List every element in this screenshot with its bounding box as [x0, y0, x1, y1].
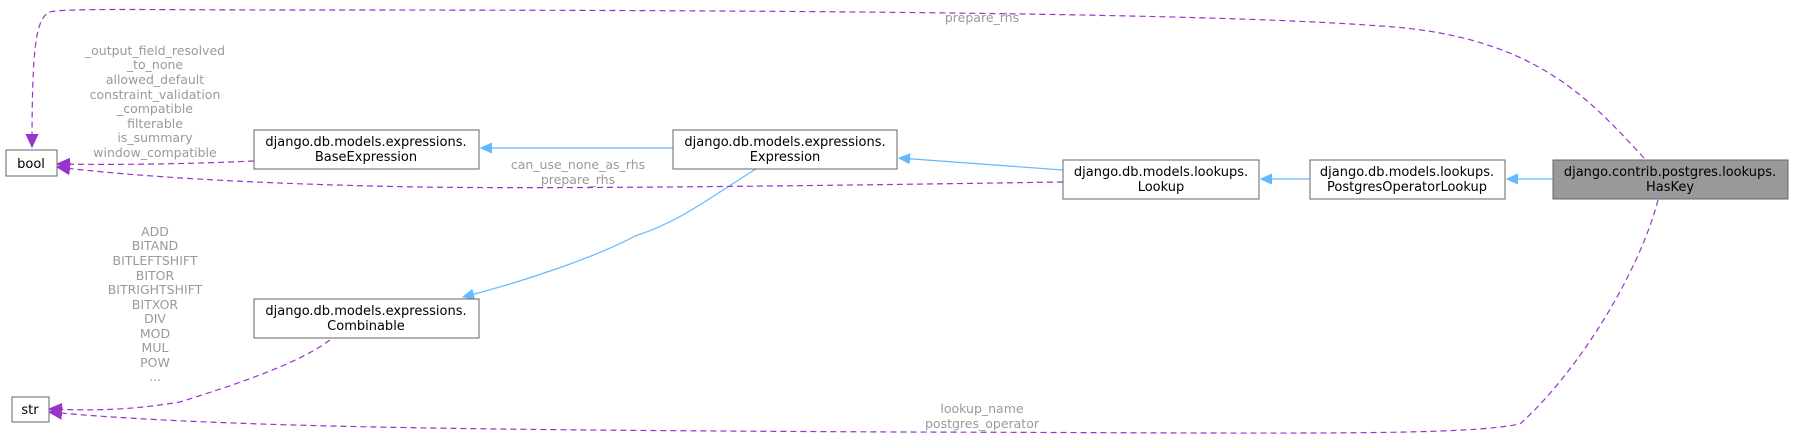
edge-inherit-lookup-expression — [899, 158, 1064, 171]
node-bool[interactable]: bool — [5, 149, 58, 177]
edge-label-lookup-bool: can_use_none_as_rhs prepare_rhs — [511, 157, 645, 187]
edge-label-combinable-str: ADD BITAND BITLEFTSHIFT BITOR BITRIGHTSH… — [108, 224, 203, 384]
edge-label-line: BITAND — [132, 238, 178, 253]
edge-label-line: BITOR — [136, 268, 175, 283]
edge-label-line: can_use_none_as_rhs — [511, 157, 645, 172]
node-lookup[interactable]: django.db.models.lookups. Lookup — [1062, 159, 1260, 200]
edge-label-line: MOD — [140, 326, 170, 341]
edge-label-line: POW — [140, 355, 170, 370]
edge-label-line: _compatible — [116, 101, 193, 116]
node-expression[interactable]: django.db.models.expressions. Expression — [672, 129, 898, 170]
node-label: str — [21, 403, 39, 418]
edge-label-line: ADD — [141, 224, 169, 239]
node-label-line-2: PostgresOperatorLookup — [1327, 180, 1487, 195]
node-has-key[interactable]: django.contrib.postgres.lookups. HasKey — [1552, 159, 1789, 200]
edge-usage-lookup-bool — [57, 167, 1064, 189]
node-str[interactable]: str — [11, 396, 50, 423]
edge-label-line: allowed_default — [106, 72, 204, 87]
edge-usage-combinable-str — [49, 339, 331, 410]
edge-label-line: ... — [149, 369, 161, 384]
node-label-line-1: django.contrib.postgres.lookups. — [1564, 165, 1776, 180]
edge-label-line: BITXOR — [132, 297, 179, 312]
node-label-line-2: Combinable — [327, 319, 405, 334]
node-label-line-1: django.db.models.expressions. — [265, 135, 466, 150]
node-label-line-2: Lookup — [1138, 180, 1185, 195]
edge-label-haskey-bool: prepare_rhs — [945, 10, 1019, 25]
edge-label-line: prepare_rhs — [541, 172, 615, 187]
node-label-line-1: django.db.models.lookups. — [1074, 165, 1248, 180]
node-label-line-1: django.db.models.expressions. — [684, 135, 885, 150]
edge-usage-baseexpression-bool — [57, 161, 255, 164]
edge-label-haskey-str: lookup_name postgres_operator — [925, 401, 1040, 431]
node-label-line-1: django.db.models.lookups. — [1320, 165, 1494, 180]
node-combinable[interactable]: django.db.models.expressions. Combinable — [253, 298, 480, 339]
edge-label-line: _output_field_resolved — [84, 43, 225, 58]
node-label-line-2: Expression — [750, 150, 821, 165]
node-label-line-2: HasKey — [1646, 180, 1694, 195]
node-label-line-1: django.db.models.expressions. — [265, 304, 466, 319]
edge-label-baseexpression-bool: _output_field_resolved _to_none allowed_… — [84, 43, 225, 160]
node-postgres-operator-lookup[interactable]: django.db.models.lookups. PostgresOperat… — [1309, 159, 1506, 200]
edge-label-line: _to_none — [126, 57, 184, 72]
edge-label-line: postgres_operator — [925, 416, 1040, 431]
edge-label-line: lookup_name — [940, 401, 1023, 416]
edge-usage-haskey-bool — [32, 8, 1645, 159]
edge-label-line: BITRIGHTSHIFT — [108, 282, 203, 297]
edge-label-line: prepare_rhs — [945, 10, 1019, 25]
edge-label-line: is_summary — [117, 130, 193, 145]
edge-label-line: filterable — [127, 116, 183, 131]
node-base-expression[interactable]: django.db.models.expressions. BaseExpres… — [253, 129, 480, 170]
edge-inherit-expression-combinable — [463, 168, 757, 297]
node-label: bool — [17, 157, 45, 172]
edge-label-line: BITLEFTSHIFT — [113, 253, 198, 268]
edge-label-line: constraint_validation — [90, 87, 221, 102]
node-label-line-2: BaseExpression — [315, 150, 417, 165]
edge-label-line: MUL — [142, 340, 169, 355]
edge-label-line: window_compatible — [93, 145, 217, 160]
edge-label-line: DIV — [144, 311, 166, 326]
